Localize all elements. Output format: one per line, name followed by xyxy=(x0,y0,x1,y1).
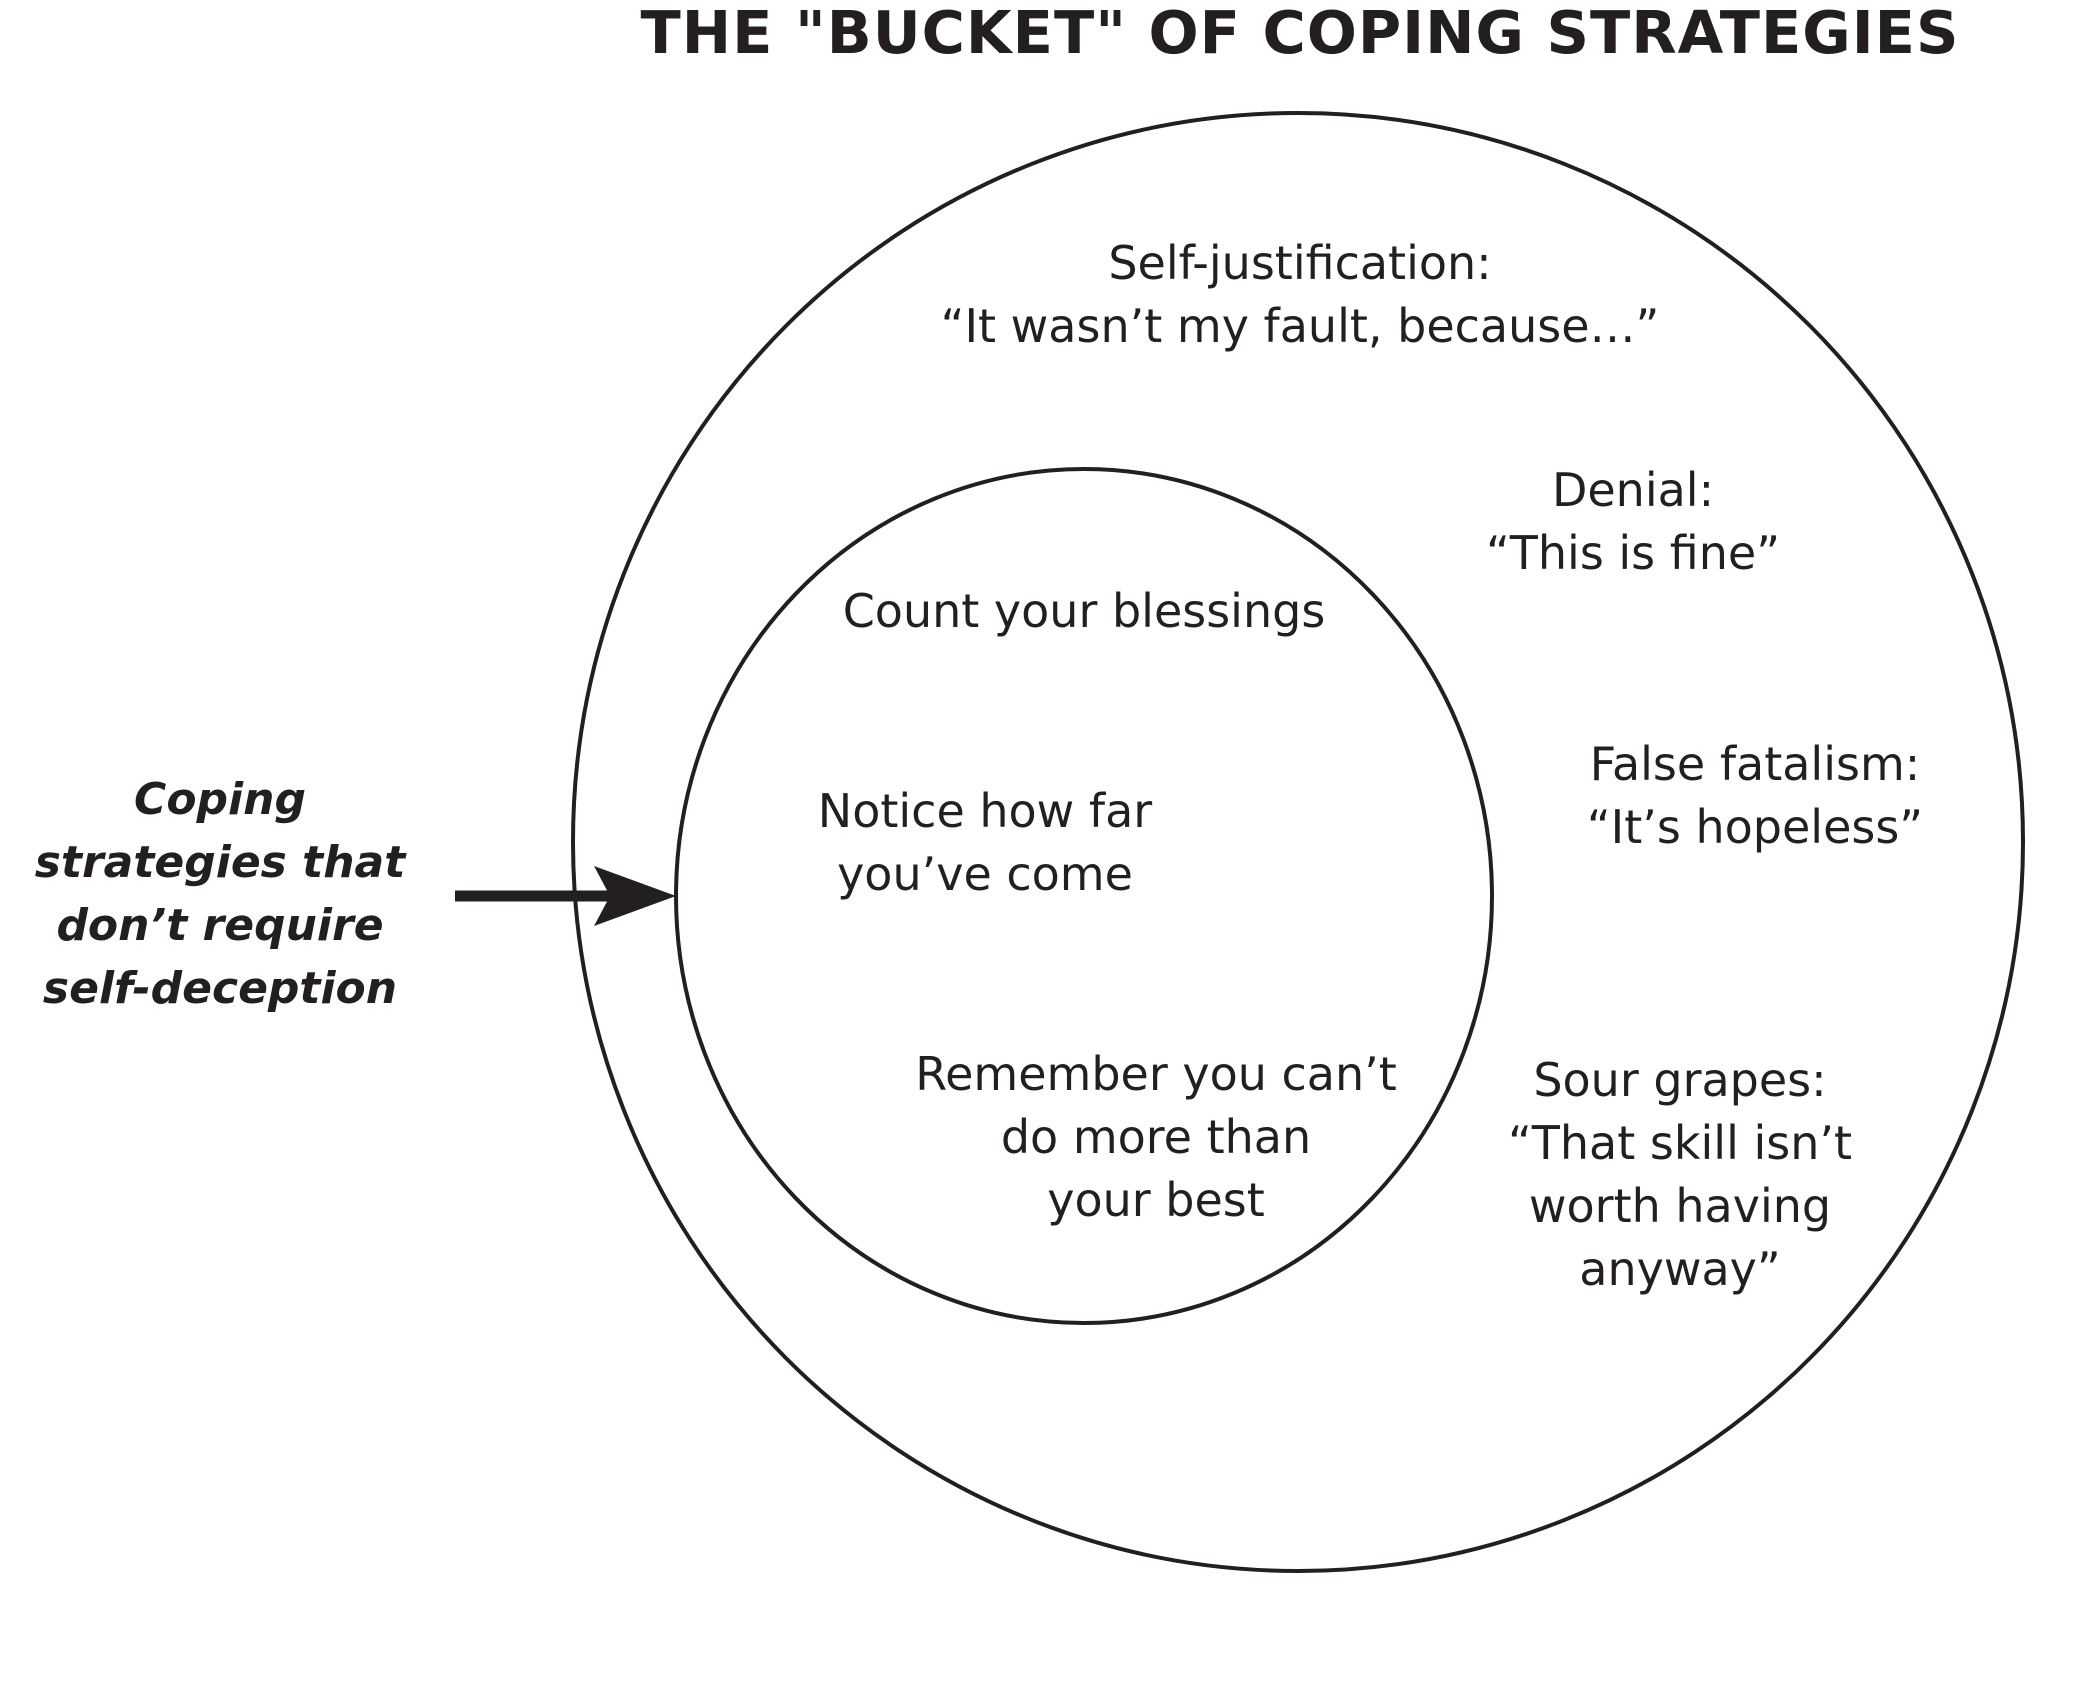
outer-item-line: “This is fine” xyxy=(1485,526,1781,580)
side-note: Coping strategies that don’t require sel… xyxy=(20,768,420,1020)
outer-item-line: Sour grapes: xyxy=(1533,1053,1827,1107)
outer-item-line: “That skill isn’t xyxy=(1507,1116,1853,1170)
side-note-line: self-deception xyxy=(42,963,398,1014)
inner-item-line: you’ve come xyxy=(837,847,1133,901)
side-note-line: strategies that xyxy=(34,837,406,888)
inner-item-line: do more than xyxy=(1000,1110,1312,1164)
outer-circle xyxy=(571,111,2025,1573)
outer-item-false-fatalism: False fatalism: “It’s hopeless” xyxy=(1505,733,2005,859)
inner-item-notice-progress: Notice how far you’ve come xyxy=(735,780,1235,906)
outer-item-line: Self-justification: xyxy=(1108,236,1492,290)
outer-item-line: False fatalism: xyxy=(1589,737,1921,791)
inner-item-line: Notice how far xyxy=(817,784,1153,838)
outer-item-line: anyway” xyxy=(1579,1242,1781,1296)
arrow-icon xyxy=(594,866,676,926)
side-note-line: don’t require xyxy=(56,900,384,951)
outer-item-line: “It’s hopeless” xyxy=(1586,800,1924,854)
inner-item-do-your-best: Remember you can’t do more than your bes… xyxy=(856,1043,1456,1232)
inner-item-line: Remember you can’t xyxy=(915,1047,1397,1101)
inner-item-count-blessings: Count your blessings xyxy=(784,580,1384,643)
outer-item-line: worth having xyxy=(1528,1179,1832,1233)
outer-item-line: “It wasn’t my fault, because…” xyxy=(940,299,1660,353)
outer-item-self-justification: Self-justification: “It wasn’t my fault,… xyxy=(850,232,1750,358)
outer-item-denial: Denial: “This is fine” xyxy=(1383,459,1883,585)
outer-item-sour-grapes: Sour grapes: “That skill isn’t worth hav… xyxy=(1430,1049,1930,1301)
outer-item-line: Denial: xyxy=(1551,463,1715,517)
page-title: THE "BUCKET" OF COPING STRATEGIES xyxy=(640,0,1960,67)
inner-item-line: Count your blessings xyxy=(842,584,1326,638)
inner-item-line: your best xyxy=(1047,1173,1265,1227)
side-note-line: Coping xyxy=(134,774,306,825)
